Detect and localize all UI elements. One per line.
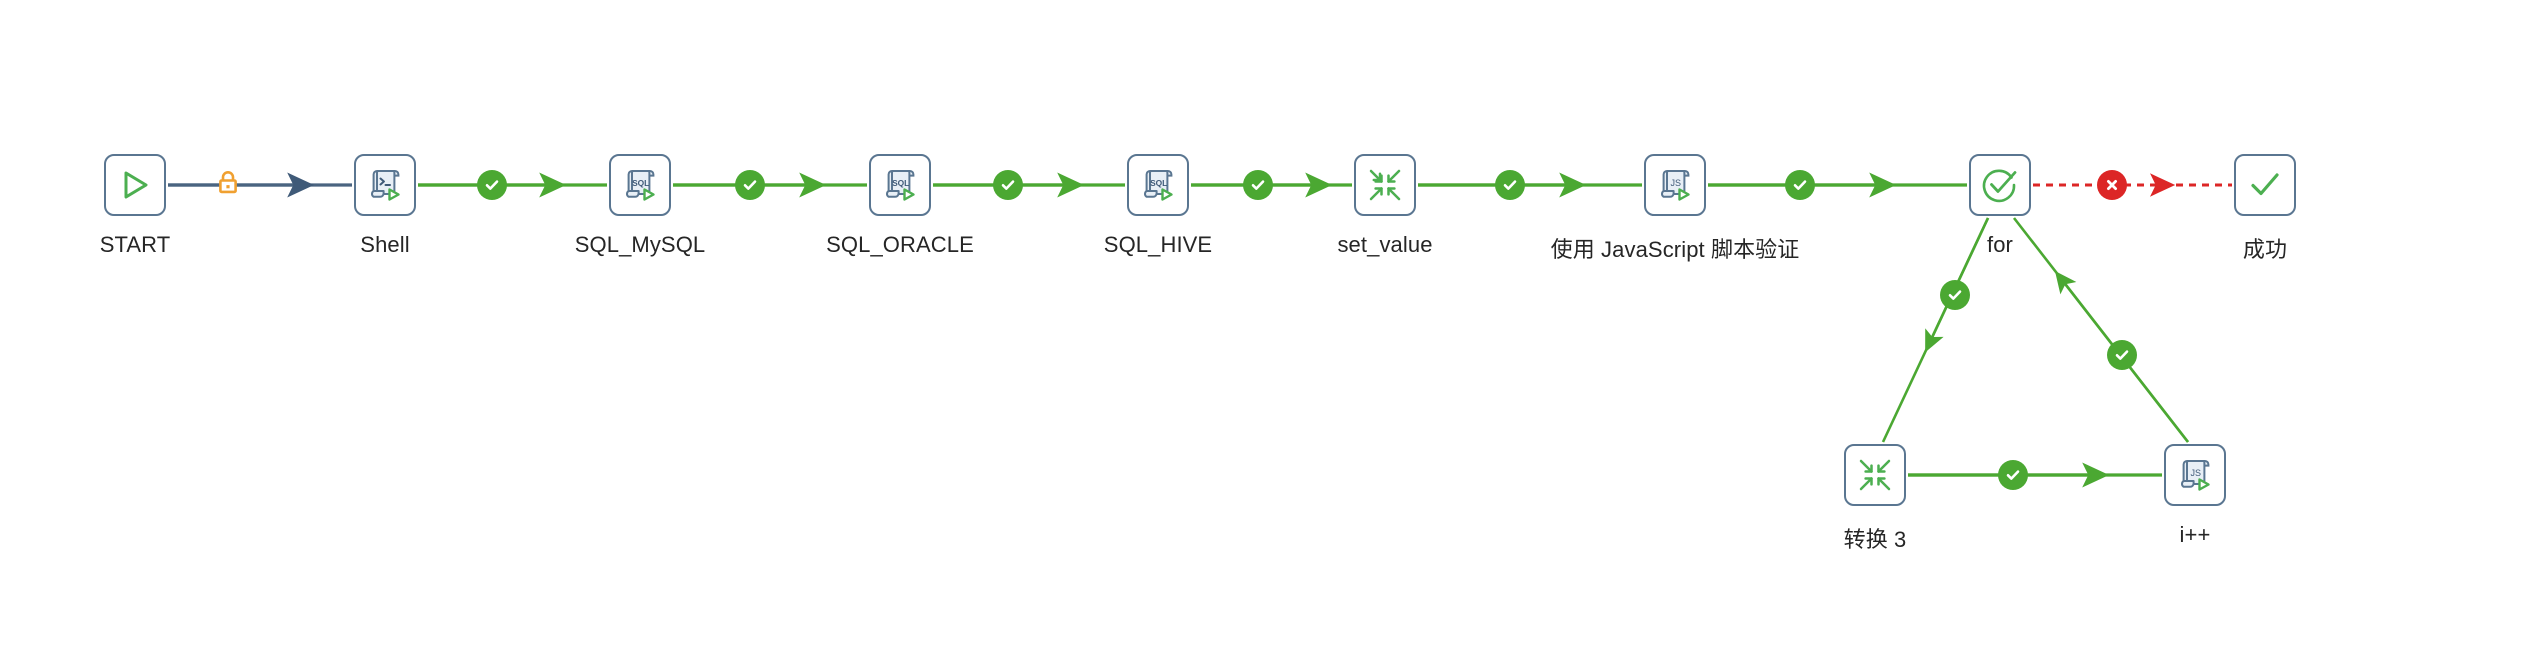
node-increment[interactable]: JS	[2164, 444, 2226, 506]
node-label-set-value: set_value	[1337, 232, 1433, 257]
js-script-icon: JS	[2174, 454, 2216, 496]
svg-text:SQL: SQL	[632, 178, 649, 188]
svg-text:SQL: SQL	[1150, 178, 1167, 188]
play-triangle-icon	[116, 166, 154, 204]
node-sql-mysql[interactable]: SQL	[609, 154, 671, 216]
node-label-increment: i++	[2179, 522, 2211, 547]
error-badge-icon[interactable]	[2097, 170, 2127, 200]
transform-arrows-icon	[1855, 455, 1895, 495]
check-badge-icon[interactable]	[735, 170, 765, 200]
node-label-sql-hive: SQL_HIVE	[1103, 232, 1213, 257]
node-start[interactable]	[104, 154, 166, 216]
node-label-success: 成功	[2242, 237, 2288, 262]
node-label-shell: Shell	[360, 232, 410, 257]
node-for[interactable]	[1969, 154, 2031, 216]
sql-script-icon: SQL	[1137, 164, 1179, 206]
check-badge-icon[interactable]	[993, 170, 1023, 200]
svg-text:JS: JS	[2190, 468, 2201, 478]
check-badge-icon[interactable]	[1785, 170, 1815, 200]
node-shell[interactable]	[354, 154, 416, 216]
check-badge-icon[interactable]	[1243, 170, 1273, 200]
hop-increment-for[interactable]	[2012, 217, 2190, 443]
shell-script-icon	[364, 164, 406, 206]
checkmark-icon	[2245, 165, 2285, 205]
node-success[interactable]	[2234, 154, 2296, 216]
node-sql-hive[interactable]: SQL	[1127, 154, 1189, 216]
transform-arrows-icon	[1365, 165, 1405, 205]
node-js-verify[interactable]: JS	[1644, 154, 1706, 216]
sql-script-icon: SQL	[879, 164, 921, 206]
node-label-sql-oracle: SQL_ORACLE	[826, 232, 974, 257]
check-circle-icon	[1979, 164, 2021, 206]
node-label-transform3: 转换 3	[1843, 527, 1907, 552]
sql-script-icon: SQL	[619, 164, 661, 206]
node-label-for: for	[1987, 232, 2013, 257]
check-badge-icon[interactable]	[1940, 280, 1970, 310]
node-set-value[interactable]	[1354, 154, 1416, 216]
node-label-js-verify: 使用 JavaScript 脚本验证	[1550, 237, 1800, 262]
svg-text:JS: JS	[1670, 178, 1681, 188]
node-sql-oracle[interactable]: SQL	[869, 154, 931, 216]
node-label-sql-mysql: SQL_MySQL	[574, 232, 706, 257]
lock-icon[interactable]	[213, 168, 243, 203]
check-badge-icon[interactable]	[477, 170, 507, 200]
svg-text:SQL: SQL	[892, 178, 909, 188]
check-badge-icon[interactable]	[1998, 460, 2028, 490]
hop-for-transform3[interactable]	[1881, 217, 1990, 443]
node-label-start: START	[99, 232, 171, 257]
check-badge-icon[interactable]	[2107, 340, 2137, 370]
node-transform3[interactable]	[1844, 444, 1906, 506]
check-badge-icon[interactable]	[1495, 170, 1525, 200]
js-script-icon: JS	[1654, 164, 1696, 206]
